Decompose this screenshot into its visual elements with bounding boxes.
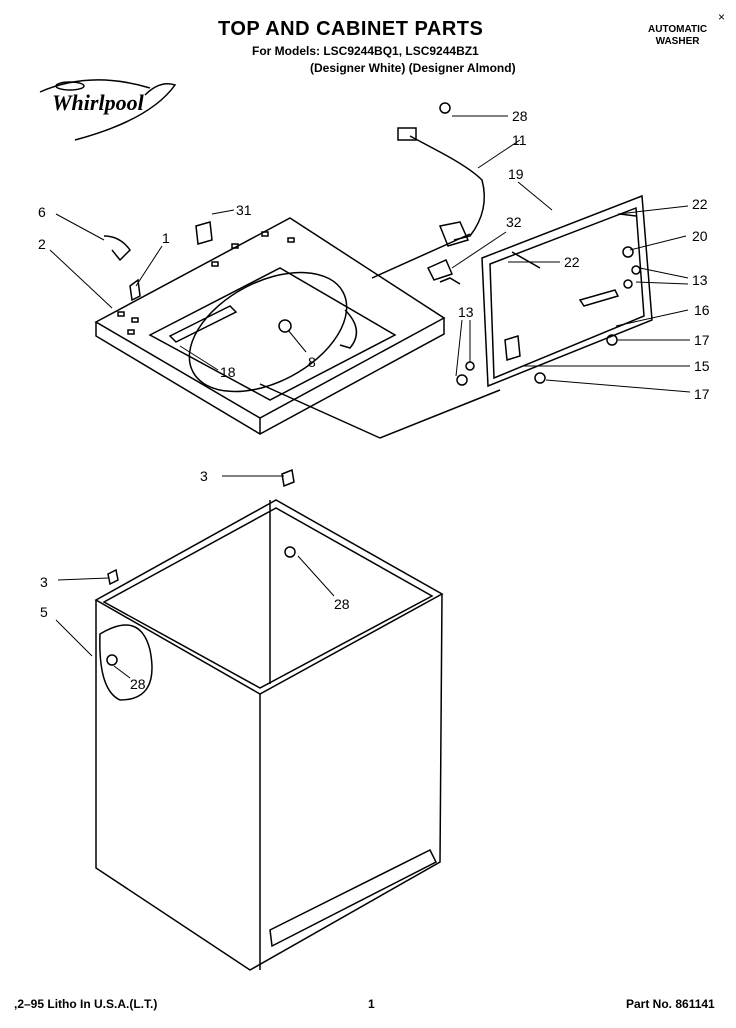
- hinge-part: [504, 335, 521, 361]
- callout-22b: 22: [564, 254, 580, 270]
- screw-icon: [439, 102, 451, 114]
- callout-31: 31: [236, 202, 252, 218]
- litho-note: ,2–95 Litho In U.S.A.(L.T.): [14, 997, 158, 1011]
- callout-8: 8: [308, 354, 316, 370]
- screw-icon: [623, 279, 633, 289]
- callout-22: 22: [692, 196, 708, 212]
- screw-icon: [106, 654, 118, 666]
- product-type: AUTOMATIC WASHER: [648, 24, 707, 48]
- callout-20: 20: [692, 228, 708, 244]
- clip-icon: [619, 213, 637, 217]
- bumper-icon: [606, 334, 618, 346]
- screw-icon: [456, 374, 468, 386]
- callout-11: 11: [512, 132, 527, 148]
- clip-icon: [107, 568, 119, 586]
- top-panel: [94, 217, 446, 435]
- cabinet: [94, 468, 444, 971]
- callout-15: 15: [694, 358, 710, 374]
- callout-5: 5: [40, 604, 48, 620]
- callout-28b: 28: [334, 596, 350, 612]
- clip-icon: [129, 278, 141, 302]
- screw-icon: [631, 265, 641, 275]
- callout-13: 13: [692, 272, 708, 288]
- product-type-line2: WASHER: [655, 36, 700, 47]
- callout-17: 17: [694, 332, 710, 348]
- page-title: TOP AND CABINET PARTS: [218, 18, 484, 40]
- callout-1: 1: [162, 230, 170, 246]
- callout-18: 18: [220, 364, 236, 380]
- wire-harness: [409, 135, 485, 241]
- hinge-icon: [168, 305, 238, 343]
- callout-19: 19: [508, 166, 524, 182]
- lid-switch-icon: [438, 221, 470, 247]
- callout-3: 3: [200, 468, 208, 484]
- brand-logo-text: Whirlpool: [52, 90, 144, 115]
- screw-icon: [622, 246, 634, 258]
- callout-13b: 13: [458, 304, 474, 320]
- callout-32: 32: [506, 214, 522, 230]
- screw-icon: [465, 361, 475, 371]
- clip-icon: [511, 251, 541, 269]
- callout-3b: 3: [40, 574, 48, 590]
- bracket-icon: [103, 235, 131, 262]
- bumper-icon: [534, 372, 546, 384]
- variants-line: (Designer White) (Designer Almond): [310, 61, 516, 75]
- models-line: For Models: LSC9244BQ1, LSC9244BZ1: [252, 44, 479, 58]
- page-number: 1: [368, 997, 375, 1011]
- console-panel: [481, 194, 653, 388]
- bracket-icon: [195, 221, 213, 245]
- lid-strike-icon: [426, 259, 454, 281]
- spring-part: [578, 289, 620, 307]
- product-type-line1: AUTOMATIC: [648, 24, 708, 35]
- callout-28c: 28: [130, 676, 146, 692]
- screw-icon: [278, 319, 292, 333]
- logo-oval-icon: [55, 81, 85, 91]
- connector-icon: [397, 127, 417, 141]
- corner-marker: ×: [718, 10, 726, 24]
- whirlpool-swoosh-logo: [39, 79, 177, 141]
- callout-28: 28: [512, 108, 528, 124]
- callout-17b: 17: [694, 386, 710, 402]
- clip-icon: [281, 468, 295, 488]
- part-number: Part No. 861141: [626, 997, 715, 1011]
- callout-16: 16: [694, 302, 710, 318]
- screw-icon: [284, 546, 296, 558]
- callout-2: 2: [38, 236, 46, 252]
- callout-6: 6: [38, 204, 46, 220]
